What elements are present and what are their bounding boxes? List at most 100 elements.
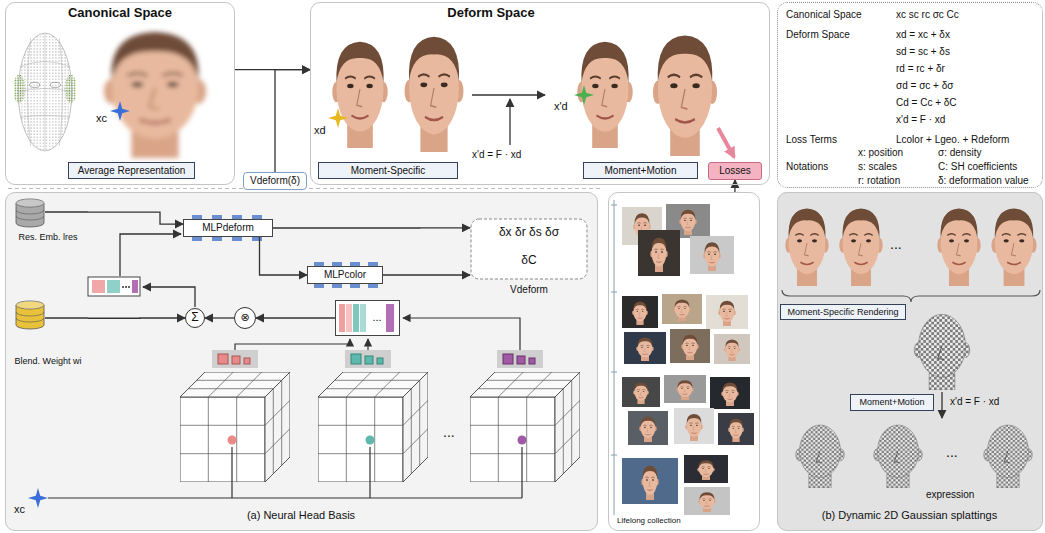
lifelong-photos (728, 419, 744, 442)
node-text: Losses (719, 165, 751, 177)
canonical-faces (110, 101, 130, 121)
panel-ground (777, 2, 1043, 188)
neural-basis-figure (377, 358, 383, 364)
splatting-figure (785, 209, 828, 286)
neural-basis-figure (367, 339, 368, 350)
node-text: xd = xc + δx (896, 29, 950, 41)
node-text: Vdeform (470, 284, 588, 296)
lifelong-photos (622, 458, 678, 504)
label-box: Moment+Motion (850, 394, 934, 411)
dynamic-splatting-panel: (b) Dynamic 2D Gaussian splattingsMoment… (777, 192, 1043, 531)
neural-basis-figure (120, 234, 181, 276)
neural-basis-figure (332, 284, 342, 288)
neural-basis-figure (16, 199, 44, 227)
lifelong-photos (685, 414, 702, 441)
splatting-figure (782, 290, 1040, 302)
neural-basis-figure (232, 237, 242, 241)
sum-operator: Σ (185, 308, 205, 328)
annotation-label: x'd = F · xd (950, 396, 999, 408)
panel-ground (5, 2, 1043, 531)
neural-basis-figure (128, 286, 130, 288)
mlp-box: MLPcolor (307, 266, 383, 284)
neural-basis-figure (353, 304, 359, 332)
node-text: C: SH coefficients (938, 161, 1017, 173)
neural-basis-figure (345, 350, 391, 368)
neural-basis-figure (48, 447, 522, 498)
panel-ground (310, 2, 770, 185)
node-text: MLPcolor (324, 269, 366, 281)
node-text: rd = rc + δr (896, 63, 945, 75)
lifelong-photos (684, 487, 730, 515)
node-text: Lcolor + Lgeo. + Rdeform (896, 134, 1009, 146)
node-text: Moment+Motion (860, 397, 925, 407)
lifelong-photos (611, 200, 617, 515)
panel-ground (5, 2, 235, 185)
node-text: x: position (858, 147, 903, 159)
neural-basis-figure (360, 304, 366, 332)
label-box: Moment-Specific Rendering (780, 304, 906, 320)
label-box: Moment+Motion (583, 162, 698, 179)
lifelong-photos (632, 302, 648, 325)
node-text: Blend. Weight wi (8, 356, 88, 366)
neural-basis-figure (368, 284, 378, 288)
node-text: Moment+Motion (605, 165, 677, 177)
neural-basis-figure (386, 304, 394, 332)
panel-ground (5, 192, 598, 531)
neural-basis-figure (503, 354, 513, 364)
node-text: x'd = F · xd (896, 114, 945, 126)
lifelong-photos (664, 375, 706, 403)
lifelong-photos (718, 301, 735, 326)
node-text: sd = sc + δs (896, 46, 950, 58)
neural-basis-figure (335, 300, 400, 336)
neural-basis-figure (346, 304, 352, 332)
node-text: Canonical Space (6, 6, 234, 21)
neural-basis-figure (314, 284, 324, 288)
node-text: s: scales (858, 161, 897, 173)
mlp-box: MLPdeform (183, 219, 273, 237)
neural-basis-figure (517, 356, 525, 364)
deform-faces (718, 128, 734, 157)
connector-arrow (88, 212, 183, 224)
node-text: Moment-Specific Rendering (787, 307, 898, 317)
product-operator: ⊗ (234, 307, 256, 329)
node-text: Average Representation (78, 165, 186, 177)
splatting-figure (984, 425, 1033, 488)
neural-basis-figure (212, 237, 222, 241)
node-text: ⊗ (240, 312, 249, 325)
lifelong-photos (636, 338, 653, 361)
deform-space-panel: Deform SpaceMoment-SpecificMoment+Motion (310, 2, 770, 185)
neural-basis-figure (339, 304, 345, 332)
lifelong-photos (679, 210, 696, 235)
annotation-label: xc (96, 112, 107, 125)
lifelong-photos (662, 294, 702, 324)
panel-ground (608, 192, 760, 531)
lifelong-photos (611, 200, 754, 515)
neural-head-basis-panel: (a) Neural Head BasisRes. Emb. lresBlend… (5, 192, 598, 531)
lifelong-photos (628, 411, 668, 445)
connector-arrow (273, 227, 470, 228)
canonical-faces (13, 33, 77, 151)
lifelong-photos (676, 380, 693, 400)
splatting-figure (937, 209, 980, 286)
node-text: δx δr δs δσ (470, 226, 588, 240)
neural-basis-figure (125, 286, 127, 288)
node-text: δC (470, 254, 588, 268)
deform-faces (328, 108, 348, 128)
weight-store: Blend. Weight wi (8, 298, 88, 373)
lifelong-photos (703, 242, 720, 271)
splatting-figure (782, 209, 1040, 488)
deform-faces (509, 99, 510, 145)
annotation-label: ... (443, 424, 455, 440)
splatting-figure (796, 425, 845, 488)
node-text: ... (369, 311, 385, 324)
connector-arrow (260, 237, 308, 275)
lifelong-photos (684, 455, 728, 483)
neural-basis-figure (235, 339, 350, 350)
neural-basis-figure (122, 286, 124, 288)
neural-basis-figure (403, 318, 520, 350)
loss-box: Losses (708, 162, 762, 180)
lifelong-photos (670, 329, 710, 363)
node-text: Σ (191, 311, 198, 325)
